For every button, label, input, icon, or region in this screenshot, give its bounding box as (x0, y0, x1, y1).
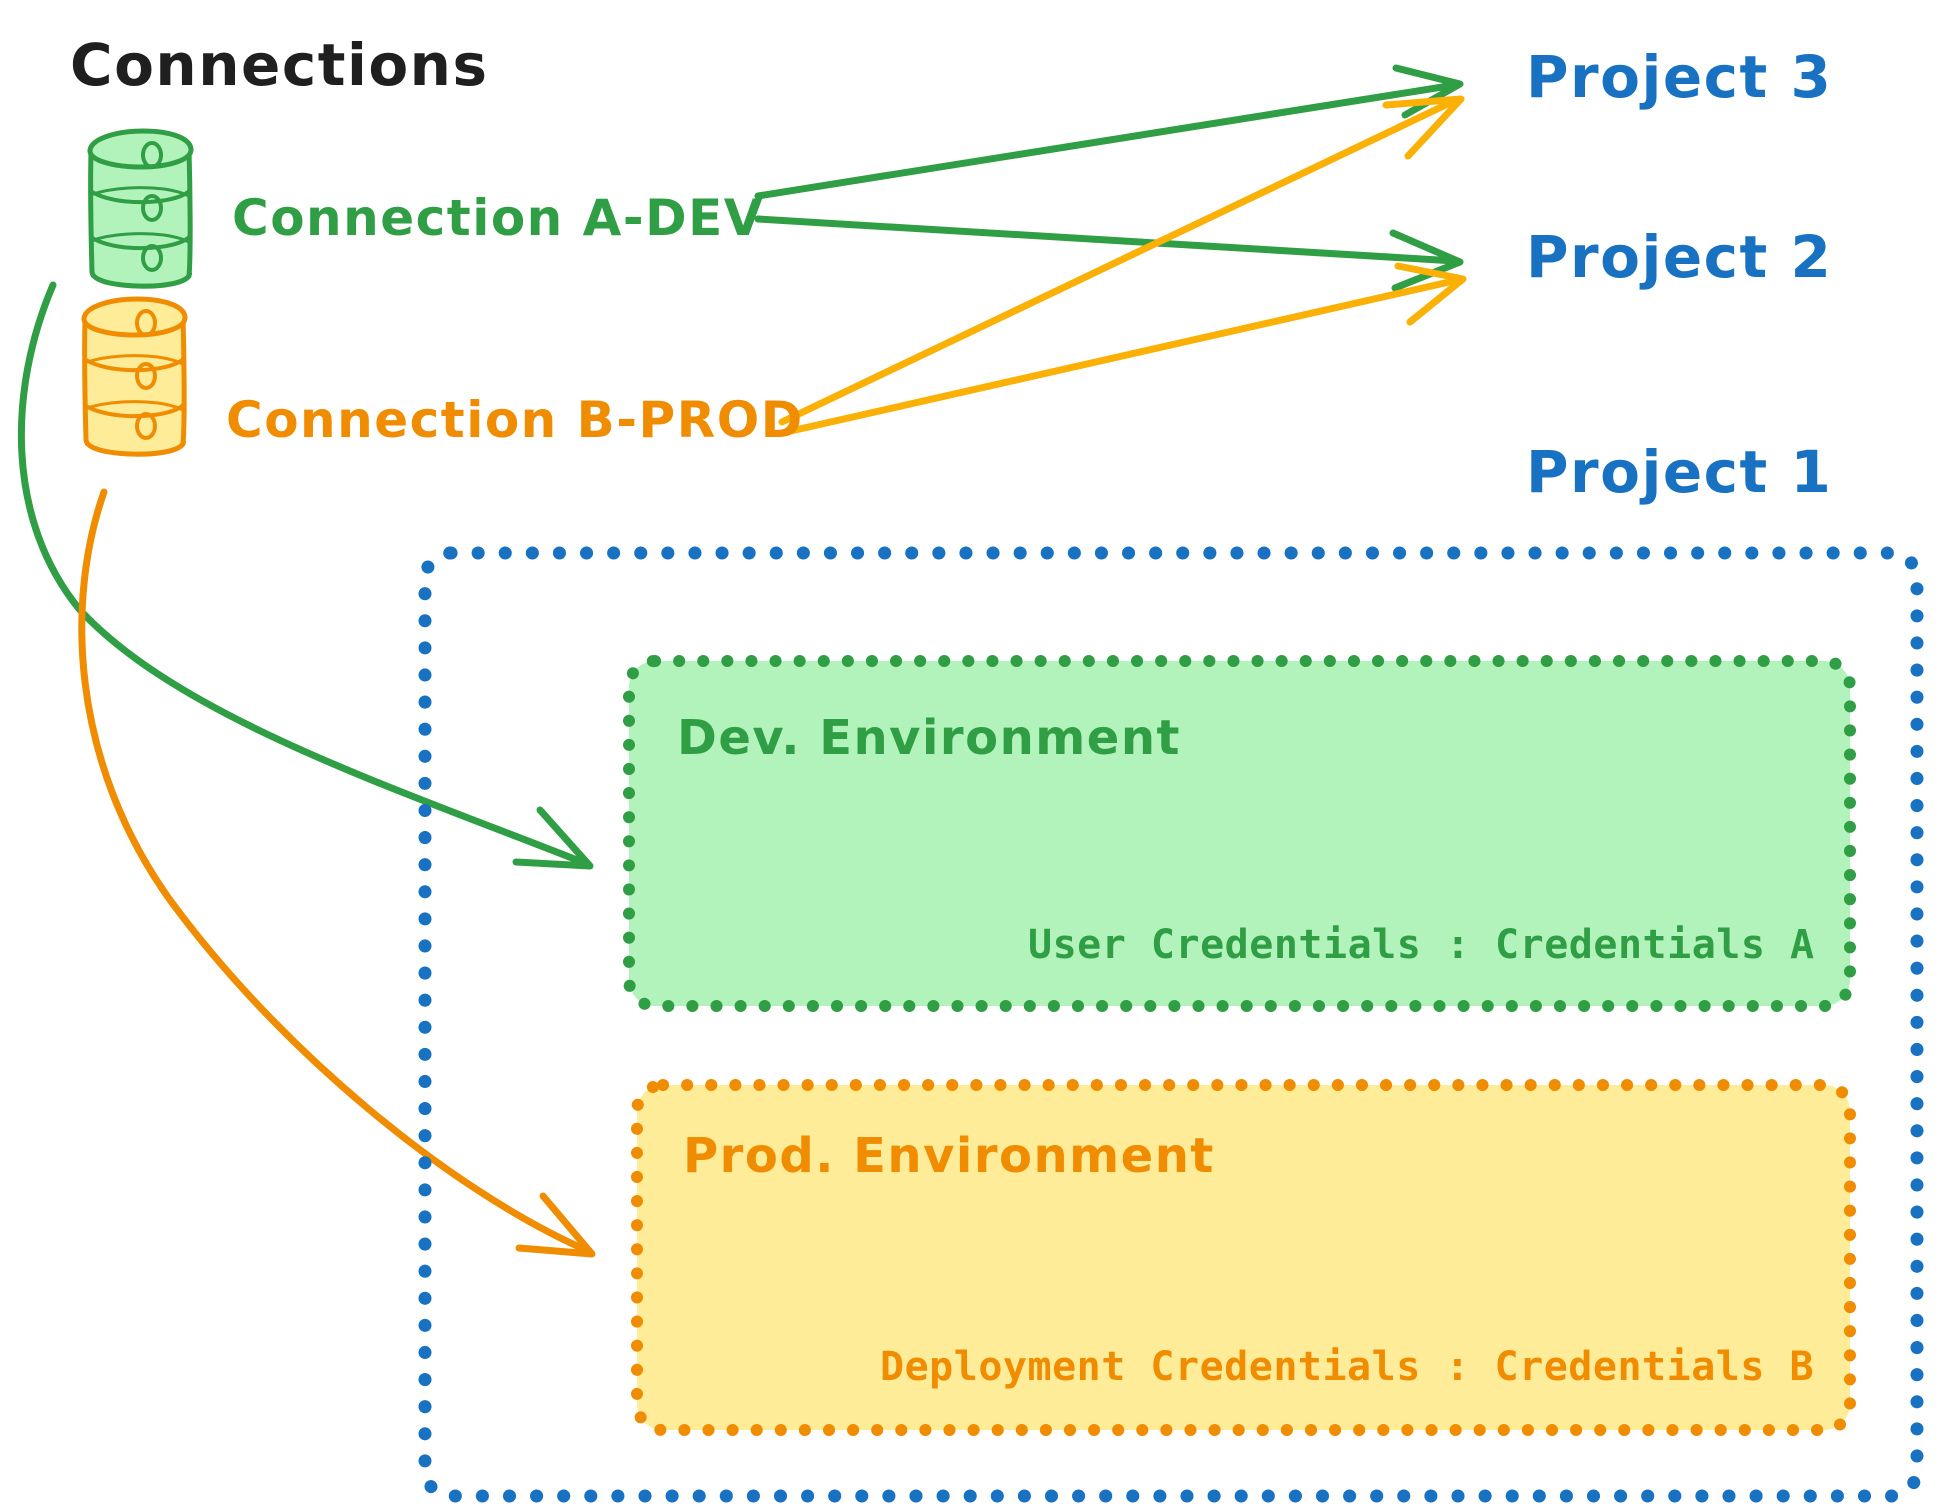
dev-environment-credentials: User Credentials : Credentials A (1028, 922, 1815, 968)
arrow-conn-a-dev-to-project-2 (754, 215, 1464, 292)
prod-environment-credentials: Deployment Credentials : Credentials B (880, 1344, 1814, 1390)
arrow-conn-b-prod-to-prod-environment (78, 488, 596, 1258)
dev-environment-title: Dev. Environment (677, 710, 1181, 766)
connection-b-prod-label: Connection B-PROD (226, 391, 804, 449)
database-cylinder-icon-b-prod (81, 296, 188, 457)
connection-a-dev-label: Connection A-DEV (232, 189, 764, 247)
arrow-conn-a-dev-to-project-3 (754, 64, 1464, 200)
dev-environment-box[interactable] (623, 655, 1856, 1012)
project-2-label: Project 2 (1526, 223, 1832, 291)
project-1-label: Project 1 (1526, 438, 1832, 506)
arrow-conn-b-prod-to-project-2 (778, 262, 1467, 437)
project-3-label: Project 3 (1526, 43, 1832, 111)
database-cylinder-icon-a-dev (87, 128, 194, 289)
page-title: Connections (70, 31, 488, 99)
project-1-container (418, 546, 1924, 1503)
prod-environment-box[interactable] (631, 1079, 1856, 1436)
prod-environment-title: Prod. Environment (683, 1128, 1215, 1184)
arrow-conn-b-prod-to-project-3 (778, 95, 1465, 426)
arrow-conn-a-dev-to-dev-environment (17, 281, 594, 870)
